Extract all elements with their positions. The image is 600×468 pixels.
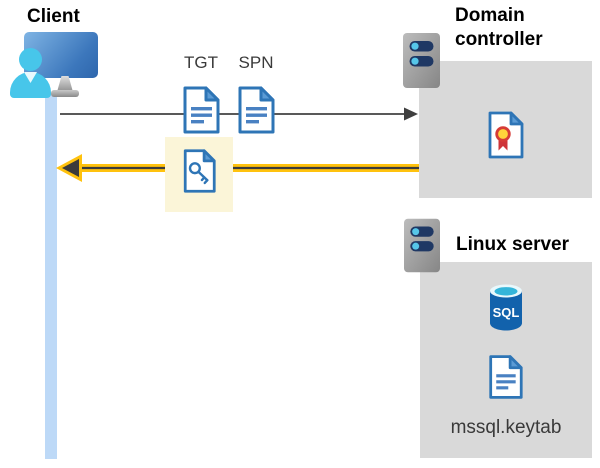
- sql-database-icon: SQL: [490, 284, 522, 331]
- keytab-file-document-icon: [489, 355, 523, 399]
- domain-controller-title: Domain controller: [455, 5, 543, 50]
- linux-server-title: Linux server: [456, 234, 569, 255]
- tgt-document-icon: [183, 86, 220, 134]
- sql-icon-label: SQL: [493, 305, 520, 320]
- keytab-key-document-icon: [183, 149, 216, 193]
- user-icon: [19, 48, 42, 71]
- client-timeline-bar: [45, 94, 57, 459]
- certificate-icon: [488, 111, 524, 159]
- monitor-stand-base: [51, 90, 79, 97]
- response-arrow: [56, 154, 419, 182]
- linux-server-icon: [404, 218, 440, 273]
- user-icon-collar: [24, 72, 37, 83]
- spn-document-icon: [238, 86, 275, 134]
- client-title: Client: [27, 6, 80, 27]
- spn-label: SPN: [238, 53, 274, 72]
- tgt-label: TGT: [184, 53, 218, 72]
- keytab-filename-label: mssql.keytab: [450, 417, 562, 438]
- monitor-stand-neck: [57, 76, 73, 92]
- request-arrow: [60, 107, 418, 121]
- domain-controller-server-icon: [403, 33, 440, 88]
